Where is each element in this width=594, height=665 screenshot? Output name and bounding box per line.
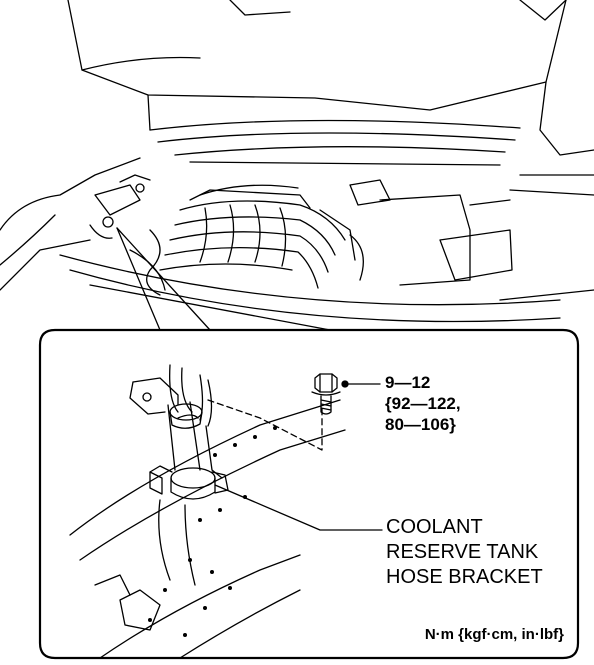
engine-bay-illustration bbox=[0, 0, 594, 331]
detail-illustration bbox=[69, 364, 346, 659]
torque-spec-line-1: 9—12 bbox=[385, 373, 431, 392]
part-label-line-3: HOSE BRACKET bbox=[386, 566, 543, 588]
torque-spec: 9—12 {92—122, 80—106} bbox=[385, 372, 461, 435]
bolt-icon bbox=[311, 373, 341, 415]
detail-frame bbox=[38, 328, 580, 660]
leader-lines bbox=[214, 380, 383, 531]
torque-units-note: N·m {kgf·cm, in·lbf} bbox=[424, 626, 564, 643]
callout-pointer bbox=[116, 227, 211, 331]
part-label-line-1: COOLANT bbox=[386, 516, 483, 538]
torque-spec-line-2: {92—122, bbox=[385, 394, 461, 413]
part-label-line-2: RESERVE TANK bbox=[386, 541, 539, 563]
part-label: COOLANT RESERVE TANK HOSE BRACKET bbox=[386, 515, 543, 590]
torque-spec-line-3: 80—106} bbox=[385, 415, 456, 434]
